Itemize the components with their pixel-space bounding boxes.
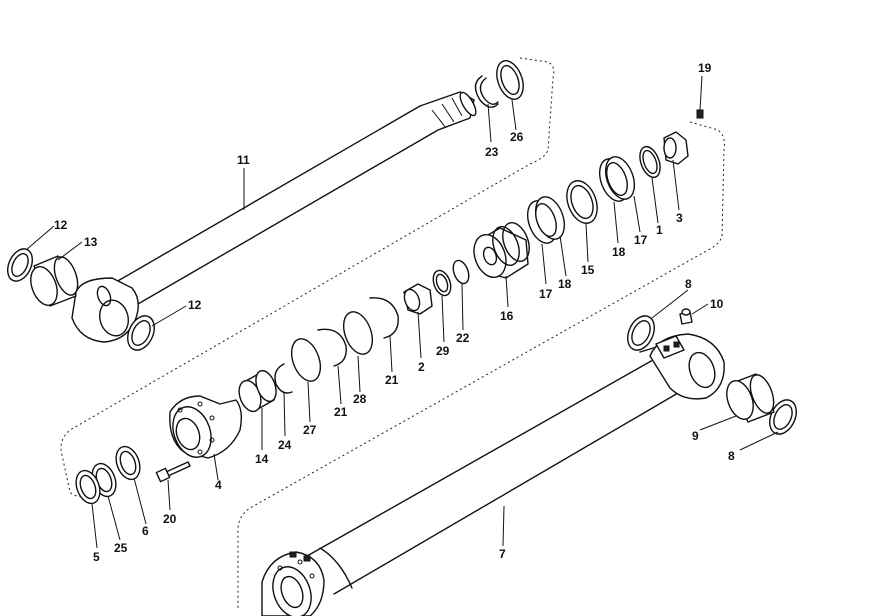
leader-lines [25,75,779,549]
callout-24: 24 [278,438,292,452]
bushing-14 [238,369,277,413]
cylinder-head [169,395,243,459]
wear-ring-left [526,196,566,244]
callout-6: 6 [142,524,149,538]
callout-2: 2 [418,360,425,374]
callout-21-left: 21 [334,405,348,419]
callout-29: 29 [436,344,450,358]
snap-ring-23 [474,75,499,108]
callout-12-bottom: 12 [188,298,202,312]
callout-22: 22 [456,331,470,345]
callout-3: 3 [676,211,683,225]
rod-eye-bushing [30,255,79,307]
ring-27 [290,338,322,382]
cushion-ring [403,283,433,315]
callout-25: 25 [114,541,128,555]
ring-5 [75,469,101,505]
callout-20: 20 [163,512,177,526]
callout-8-top: 8 [685,277,692,291]
base-seal-upper [627,315,655,351]
callout-4: 4 [215,478,222,492]
callout-13: 13 [84,235,98,249]
callout-28: 28 [353,392,367,406]
callout-18-left: 18 [558,277,572,291]
callout-15: 15 [581,263,595,277]
callout-17-left: 17 [539,287,553,301]
rod-eye-seal-right [127,315,155,351]
callout-16: 16 [500,309,514,323]
callout-27: 27 [303,423,317,437]
callout-12-top: 12 [54,218,68,232]
callout-1: 1 [656,223,663,237]
callout-11: 11 [237,153,250,167]
ring-1 [639,145,661,179]
piston-rod [71,91,477,343]
grease-fitting [679,308,693,325]
ring-6 [115,445,141,481]
callout-19: 19 [698,61,712,75]
snap-ring-21-right [369,297,399,339]
ring-22 [452,259,470,285]
snap-ring-21-left [317,328,347,367]
callout-14: 14 [255,452,269,466]
callout-9: 9 [692,429,699,443]
callout-10: 10 [710,297,724,311]
callout-5: 5 [93,550,100,564]
set-screw [696,109,704,119]
cylinder-tube [261,333,725,616]
callout-7: 7 [499,547,506,561]
callout-26: 26 [510,130,524,144]
piston-nut [663,131,689,165]
callout-23: 23 [485,145,499,159]
callout-18-right: 18 [612,245,626,259]
callout-labels: 19 3 1 17 18 15 18 17 16 22 29 2 21 28 2… [54,61,735,564]
callout-21-right: 21 [385,373,399,387]
piston [473,222,530,279]
ring-28 [342,311,374,355]
ring-29 [432,269,452,297]
piston-assembly-outline [237,121,725,608]
wear-ring-right [598,156,636,202]
ring-26 [496,60,524,100]
head-bolt [155,461,191,483]
seal-15 [566,180,598,224]
callout-8-bottom: 8 [728,449,735,463]
base-bushing [726,373,775,423]
ring-24 [274,363,293,394]
callout-17-right: 17 [634,233,648,247]
